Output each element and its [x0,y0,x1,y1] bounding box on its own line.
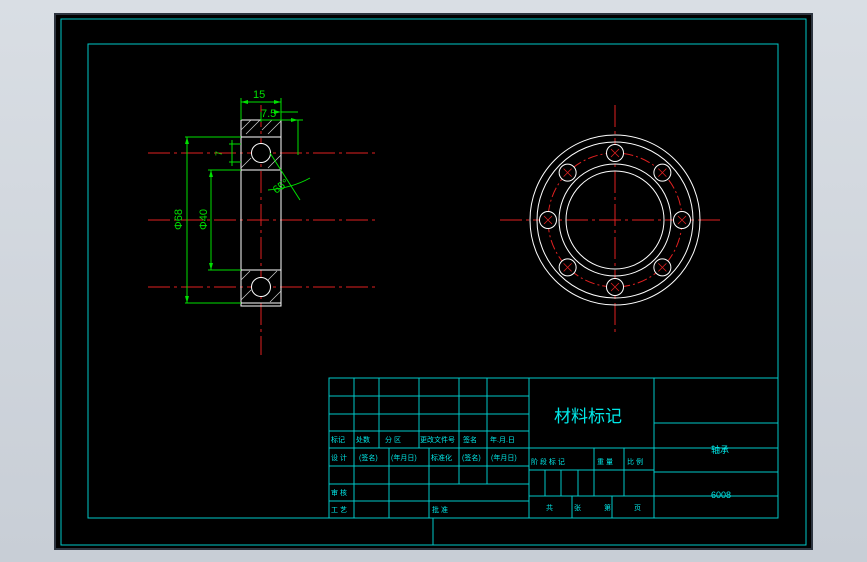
front-balls [539,144,691,296]
tb-label-count: 处数 [356,435,370,444]
inner-ring-outer-circle [558,163,672,277]
tb-label-date: 年.月.日 [490,435,515,444]
material-name: 轴承 [711,444,729,455]
tb-scale: 比 例 [627,457,643,466]
drawing-code: 6008 [711,490,731,500]
tb-total: 共 [546,503,553,512]
front-ball-center-mark [610,282,620,292]
tb-label-sign: 签名 [463,435,477,444]
tb-no: 第 [604,503,611,512]
tb-weight: 重 量 [597,458,613,466]
dim-small-offset: 7 [214,151,224,156]
tb-standardize-date: (年月日) [491,453,517,462]
front-ball-center-mark [563,168,572,177]
front-ball-center-mark [563,263,572,272]
tb-standardize-sign: (签名) [462,453,481,462]
bore-circle [565,170,665,270]
tb-stage-mark: 阶 段 标 记 [531,457,565,466]
tb-design-date: (年月日) [391,453,417,462]
material-title: 材料标记 [554,407,622,426]
tb-process: 工 艺 [331,506,347,514]
outer-ring-circle [529,134,701,306]
front-ball-center-mark [543,215,553,225]
dim-outer-diameter: Φ68 [173,209,185,230]
ball-top [251,143,271,163]
outer-ring-inner-circle [536,141,694,299]
tb-sheets: 张 [574,503,581,512]
title-block-grid [328,377,779,519]
section-hatching [240,119,282,303]
front-ball-center-mark [610,148,620,158]
tb-design-sign: (签名) [359,453,378,462]
tb-label-zone: 分 区 [385,435,401,444]
tb-label-mark: 标记 [331,435,345,444]
front-ball-center-mark [677,215,687,225]
tb-page: 页 [634,504,641,512]
tb-design: 设 计 [331,453,347,462]
dimension-arrows [185,100,298,303]
tb-label-change-doc: 更改文件号 [420,435,455,444]
front-view [500,105,722,335]
dim-width-total: 15 [253,89,265,101]
front-ball-center-mark [658,168,667,177]
tb-standardize: 标准化 [431,453,452,462]
tb-approve: 批 准 [432,505,448,514]
tb-review: 审 核 [331,488,347,497]
title-block-text: 标记 处数 分 区 更改文件号 签名 年.月.日 设 计 (签名) (年月日) … [331,435,643,514]
front-ball-center-mark [658,263,667,272]
dim-inner-diameter: Φ40 [198,209,210,230]
dim-half-width: 7.5 [261,108,276,120]
section-view [148,105,375,355]
ball-bottom [251,277,271,297]
sheet-background [54,13,813,550]
